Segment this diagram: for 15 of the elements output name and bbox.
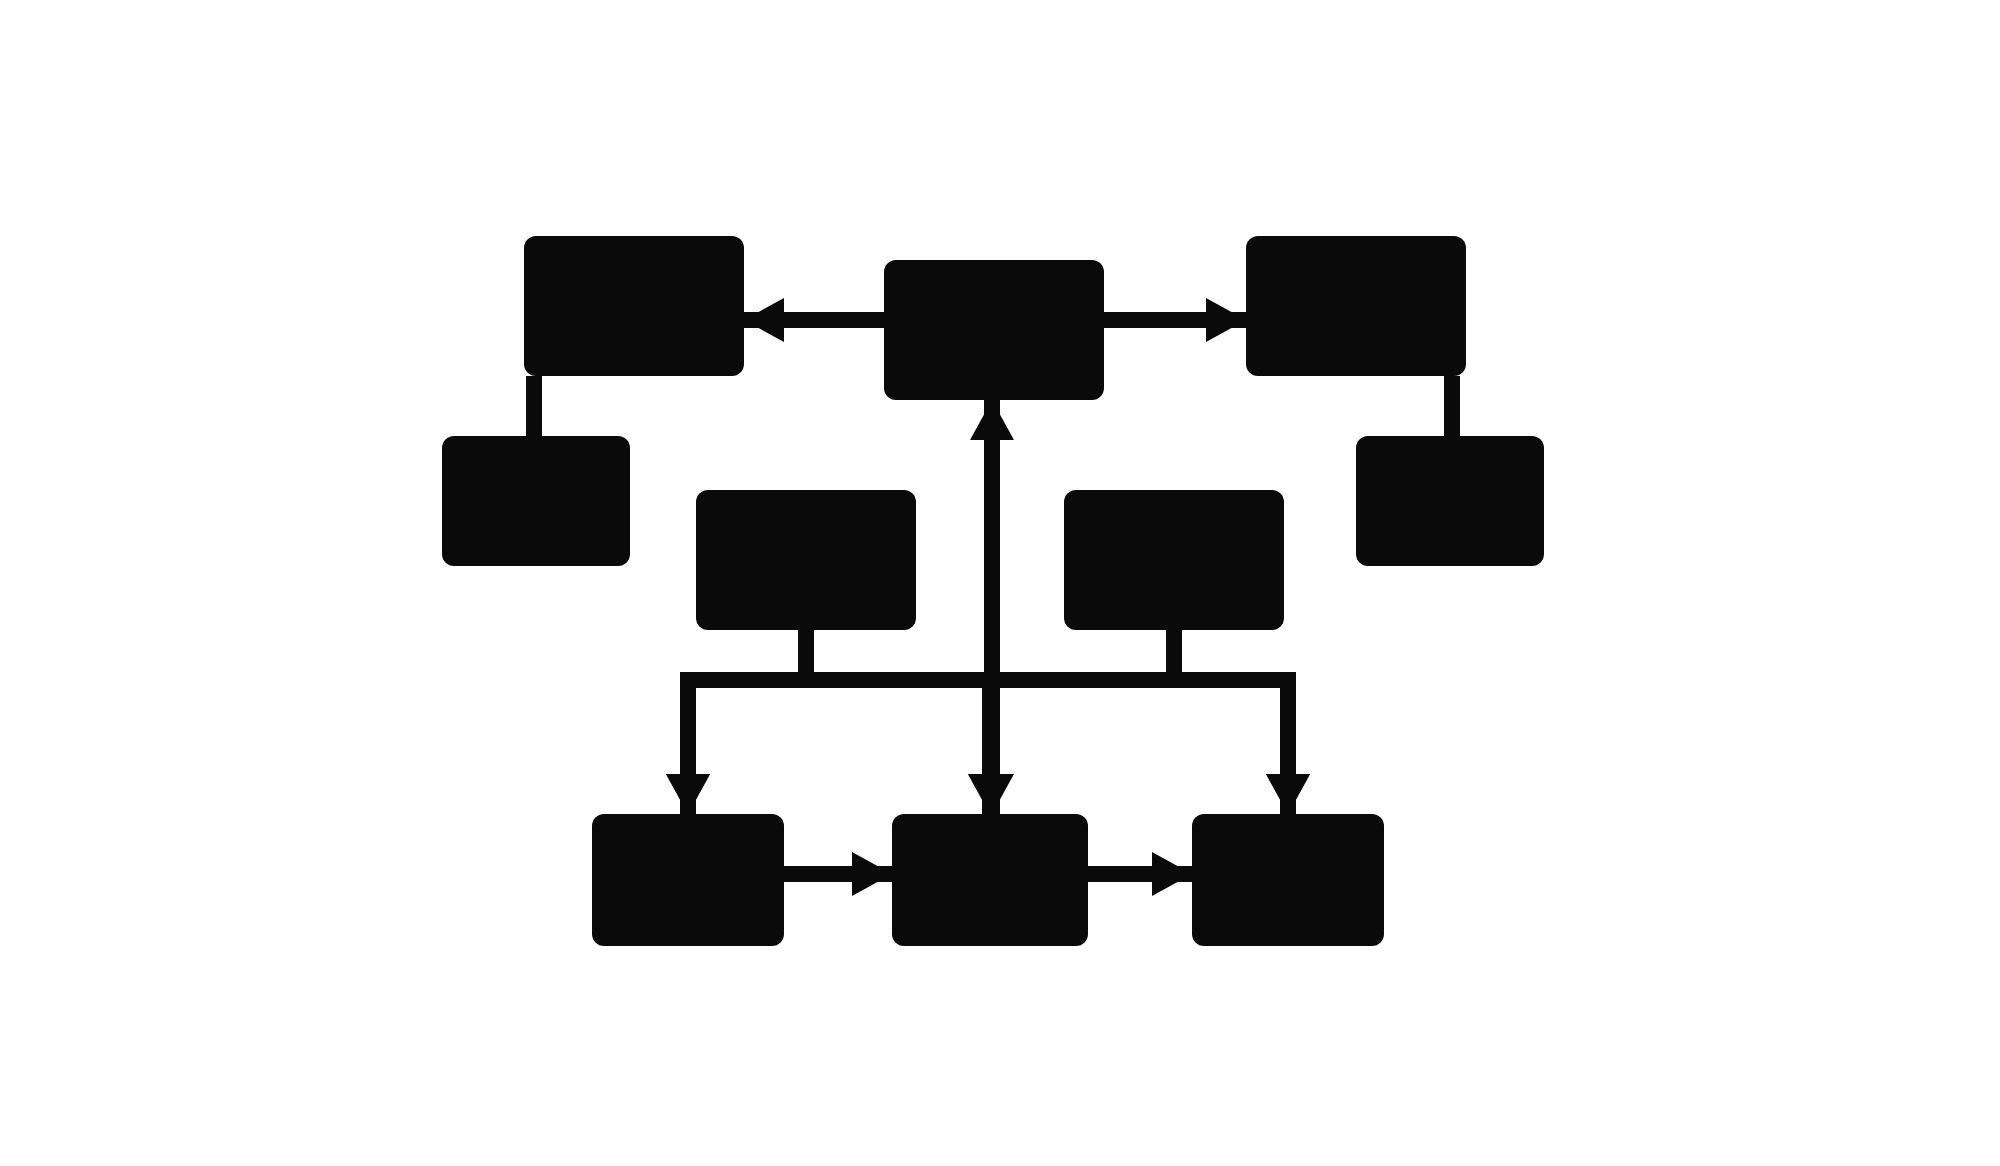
connector-arrow (970, 400, 1014, 814)
process-box (1356, 436, 1544, 566)
process-box (592, 814, 784, 946)
process-box (696, 490, 916, 630)
process-box (1064, 490, 1284, 630)
connector-arrow (744, 298, 884, 342)
connector-arrow (1104, 298, 1246, 342)
connector-arrow (784, 852, 892, 896)
process-box (442, 436, 630, 566)
process-box (884, 260, 1104, 400)
connector-arrow (1088, 852, 1192, 896)
process-box (1246, 236, 1466, 376)
process-box (524, 236, 744, 376)
process-box (892, 814, 1088, 946)
process-box (1192, 814, 1384, 946)
